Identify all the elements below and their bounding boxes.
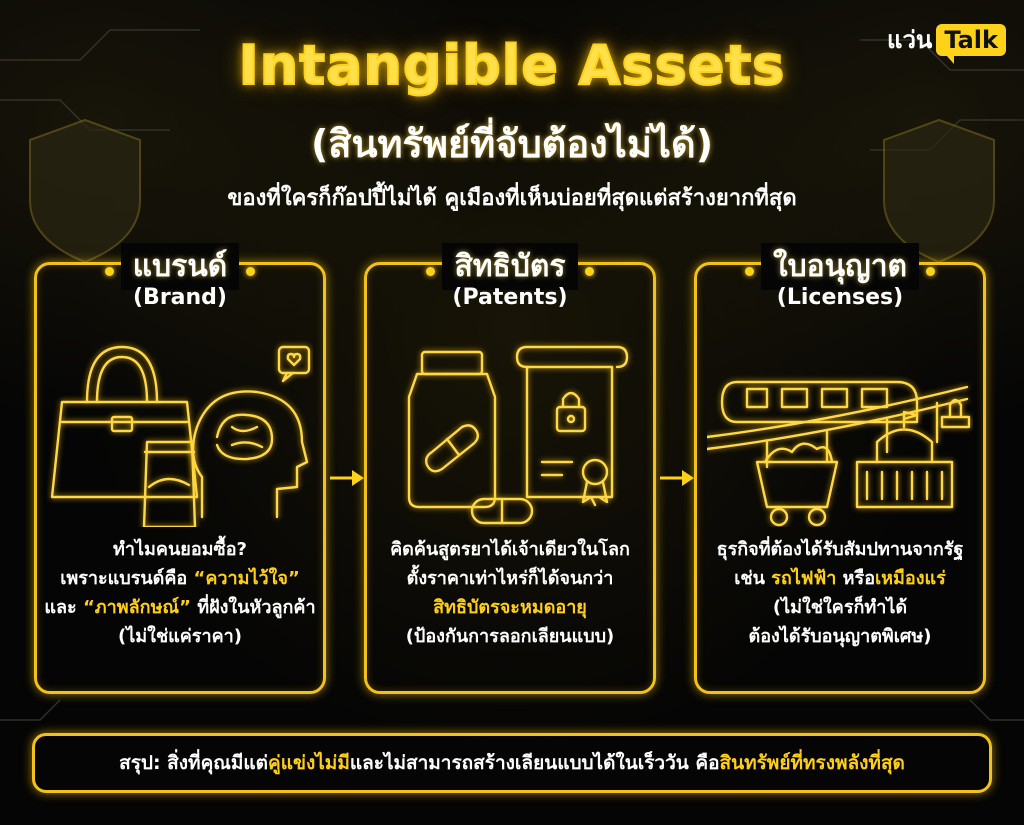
cola-can-icon: [142, 440, 197, 527]
dot-icon: [584, 267, 594, 276]
capsule-icon: [470, 497, 534, 525]
stamp-icon: [940, 398, 971, 429]
card-line: ต้องได้รับอนุญาตพิเศษ): [748, 626, 932, 647]
card-line: (ไม่ใช่ใครก็ทำได้: [772, 597, 908, 618]
mine-cart-icon: [755, 442, 839, 527]
brain-head-icon: [191, 390, 309, 519]
dot-icon: [426, 267, 436, 276]
dot-icon: [104, 267, 114, 276]
pill-bottle-icon: [407, 350, 497, 509]
card-line: และ “ภาพลักษณ์” ที่ฝังในหัวลูกค้า: [44, 597, 316, 618]
government-building-icon: [855, 410, 954, 509]
licenses-illustration: [707, 380, 971, 527]
card-subtitle: (Brand): [133, 285, 227, 310]
card-line: ทำไมคนยอมซื้อ?: [113, 539, 247, 560]
summary-text: สรุป: สิ่งที่คุณมีแต่: [119, 752, 269, 774]
brand-card: แบรนด์ (Brand) ทำไมคนยอมซื้อ? เพราะ: [34, 243, 326, 694]
summary-footer: สรุป: สิ่งที่คุณมีแต่คู่แข่งไม่มี และไม่…: [32, 733, 992, 793]
card-line: เพราะแบรนด์คือ “ความไว้ใจ”: [60, 568, 300, 589]
arrow-right-icon: [660, 470, 694, 486]
page-subtitle: ของที่ใครก็ก๊อปปี้ไม่ได้ คูเมืองที่เห็นบ…: [227, 186, 797, 211]
brand-illustration: [50, 345, 311, 527]
summary-highlight: คู่แข่งไม่มี: [268, 752, 350, 774]
card-body: คิดค้นสูตรยาได้เจ้าเดียวในโลก ตั้งราคาเท…: [373, 535, 647, 651]
patent-certificate-icon: [515, 345, 629, 507]
card-title: ใบอนุญาต: [760, 243, 920, 290]
logo-bubble: Talk: [936, 23, 1006, 64]
card-body: ธุรกิจที่ต้องได้รับสัมปทานจากรัฐ เช่น รถ…: [703, 535, 977, 651]
dot-icon: [926, 267, 936, 276]
sky-train-icon: [707, 380, 969, 469]
licenses-card: ใบอนุญาต (Licenses) ธุรกิจที่ต้องได้รับ: [694, 243, 986, 694]
patents-card: สิทธิบัตร (Patents) คิดค้นสูตรยาได้เจ้า: [364, 243, 656, 694]
dot-icon: [246, 267, 256, 276]
card-title: แบรนด์: [120, 243, 240, 290]
arrow-right-icon: [330, 470, 364, 486]
lock-icon: [555, 391, 587, 433]
page-title-thai: (สินทรัพย์ที่จับต้องไม่ได้): [310, 122, 714, 166]
card-line: สิทธิบัตรจะหมดอายุ: [433, 597, 587, 618]
card-body: ทำไมคนยอมซื้อ? เพราะแบรนด์คือ “ความไว้ใจ…: [43, 535, 317, 651]
summary-text: และไม่สามารถสร้างเลียนแบบได้ในเร็ววัน คื…: [349, 752, 720, 774]
dot-icon: [744, 267, 754, 276]
card-line: (ไม่ใช่แค่ราคา): [118, 626, 242, 647]
summary-highlight: สินทรัพย์ที่ทรงพลังที่สุด: [719, 752, 905, 774]
patents-illustration: [407, 345, 629, 525]
card-header: สิทธิบัตร: [367, 243, 653, 290]
logo-prefix: แว่น: [886, 26, 933, 54]
card-header: ใบอนุญาต: [697, 243, 983, 290]
card-header: แบรนด์: [37, 243, 323, 290]
handbag-icon: [50, 345, 199, 499]
card-subtitle: (Licenses): [776, 285, 904, 310]
card-line: ตั้งราคาเท่าไหร่ก็ได้จนกว่า: [406, 568, 614, 589]
page-title: Intangible Assets: [238, 33, 786, 98]
card-subtitle: (Patents): [452, 285, 568, 310]
shield-icon: [29, 118, 995, 264]
card-line: เช่น รถไฟฟ้า หรือเหมืองแร่: [734, 568, 946, 589]
card-line: คิดค้นสูตรยาได้เจ้าเดียวในโลก: [390, 539, 630, 560]
card-line: ธุรกิจที่ต้องได้รับสัมปทานจากรัฐ: [716, 539, 964, 560]
brand-logo: แว่น Talk: [886, 20, 1006, 64]
card-title: สิทธิบัตร: [442, 243, 578, 290]
heart-bubble-icon: [277, 345, 311, 383]
card-line: (ป้องกันการลอกเลียนแบบ): [405, 626, 615, 647]
